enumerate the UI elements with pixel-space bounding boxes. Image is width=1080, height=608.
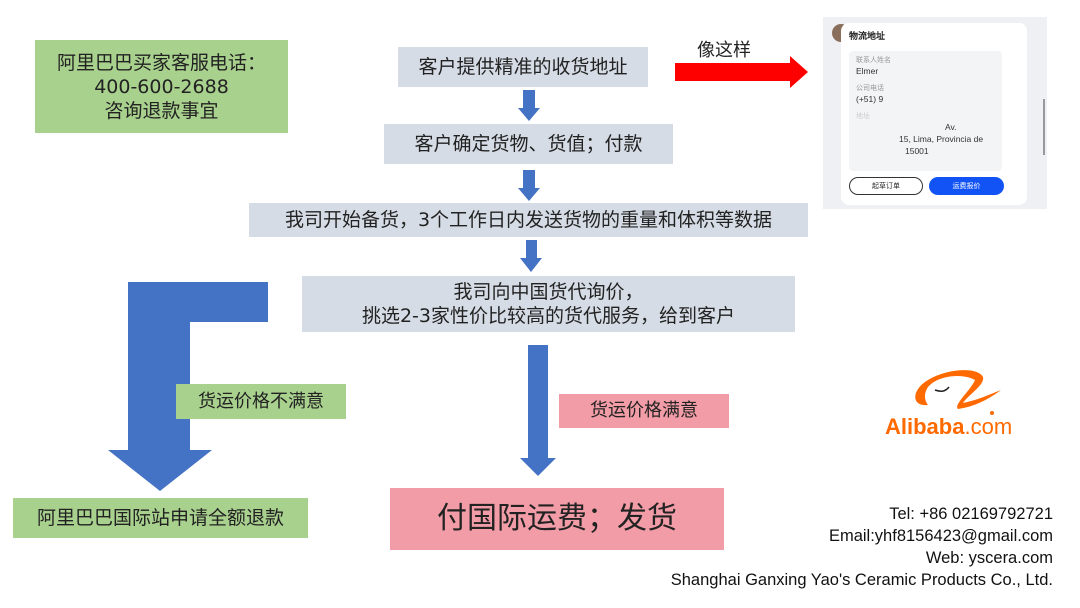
draft-order-button[interactable]: 起草订单 bbox=[849, 177, 923, 195]
address-line3: 15001 bbox=[905, 146, 929, 156]
step-4-line2: 挑选2-3家性价比较高的货代服务，给到客户 bbox=[361, 305, 736, 327]
alibaba-smile-icon bbox=[915, 370, 1001, 415]
step-4-line1: 我司向中国货代询价， bbox=[453, 281, 644, 303]
hotline-box: 阿里巴巴买家客服电话： 400-600-2688 咨询退款事宜 bbox=[35, 40, 288, 133]
contact-value: Elmer bbox=[856, 66, 879, 76]
example-screenshot: 物流地址 联系人姓名 Elmer 公司电话 (+51) 9 地址 Av. 15,… bbox=[823, 17, 1047, 209]
phone-label: 公司电话 bbox=[856, 84, 884, 92]
contact-label: 联系人姓名 bbox=[856, 56, 891, 64]
step-1-box: 客户提供精准的收货地址 bbox=[398, 47, 648, 87]
not-satisfied-label: 货运价格不满意 bbox=[176, 384, 346, 419]
step-2-box: 客户确定货物、货值；付款 bbox=[384, 124, 673, 164]
scrollbar[interactable] bbox=[1043, 99, 1045, 155]
address-line2: 15, Lima, Provincia de bbox=[899, 134, 984, 144]
refund-box: 阿里巴巴国际站申请全额退款 bbox=[13, 498, 308, 538]
logo-suffix: .com bbox=[964, 414, 1013, 439]
step-3-box: 我司开始备货，3个工作日内发送货物的重量和体积等数据 bbox=[249, 203, 808, 237]
down-arrow-satisfied bbox=[520, 345, 556, 476]
hotline-note: 咨询退款事宜 bbox=[104, 99, 219, 122]
down-arrow-3 bbox=[520, 240, 542, 272]
card-title: 物流地址 bbox=[849, 32, 886, 42]
hotline-number: 400-600-2688 bbox=[94, 75, 229, 98]
contact-company: Shanghai Ganxing Yao's Ceramic Products … bbox=[670, 571, 1053, 589]
ship-box: 付国际运费；发货 bbox=[390, 488, 724, 550]
contact-email: Email:yhf8156423@gmail.com bbox=[828, 527, 1053, 545]
down-arrow-1 bbox=[518, 90, 540, 121]
contact-web: Web: yscera.com bbox=[925, 549, 1053, 567]
contact-info: Tel: +86 02169792721 Email:yhf8156423@gm… bbox=[671, 503, 1053, 591]
example-label: 像这样 bbox=[697, 40, 751, 61]
address-panel: 联系人姓名 Elmer 公司电话 (+51) 9 地址 Av. 15, Lima… bbox=[849, 51, 1002, 171]
alibaba-logo: Alibaba.com bbox=[883, 365, 1038, 440]
phone-value: (+51) 9 bbox=[856, 94, 884, 104]
logo-name: Alibaba bbox=[885, 414, 965, 439]
address-card: 物流地址 联系人姓名 Elmer 公司电话 (+51) 9 地址 Av. 15,… bbox=[841, 23, 1027, 205]
satisfied-label: 货运价格满意 bbox=[559, 394, 729, 428]
step-4-box: 我司向中国货代询价， 挑选2-3家性价比较高的货代服务，给到客户 bbox=[302, 276, 795, 332]
address-line1: Av. bbox=[945, 122, 957, 132]
down-arrow-2 bbox=[518, 170, 540, 201]
address-label: 地址 bbox=[856, 112, 870, 120]
contact-tel: Tel: +86 02169792721 bbox=[889, 505, 1053, 523]
freight-quote-button[interactable]: 运费报价 bbox=[929, 177, 1004, 195]
hotline-title: 阿里巴巴买家客服电话： bbox=[56, 51, 266, 74]
red-arrow-icon bbox=[675, 56, 808, 88]
